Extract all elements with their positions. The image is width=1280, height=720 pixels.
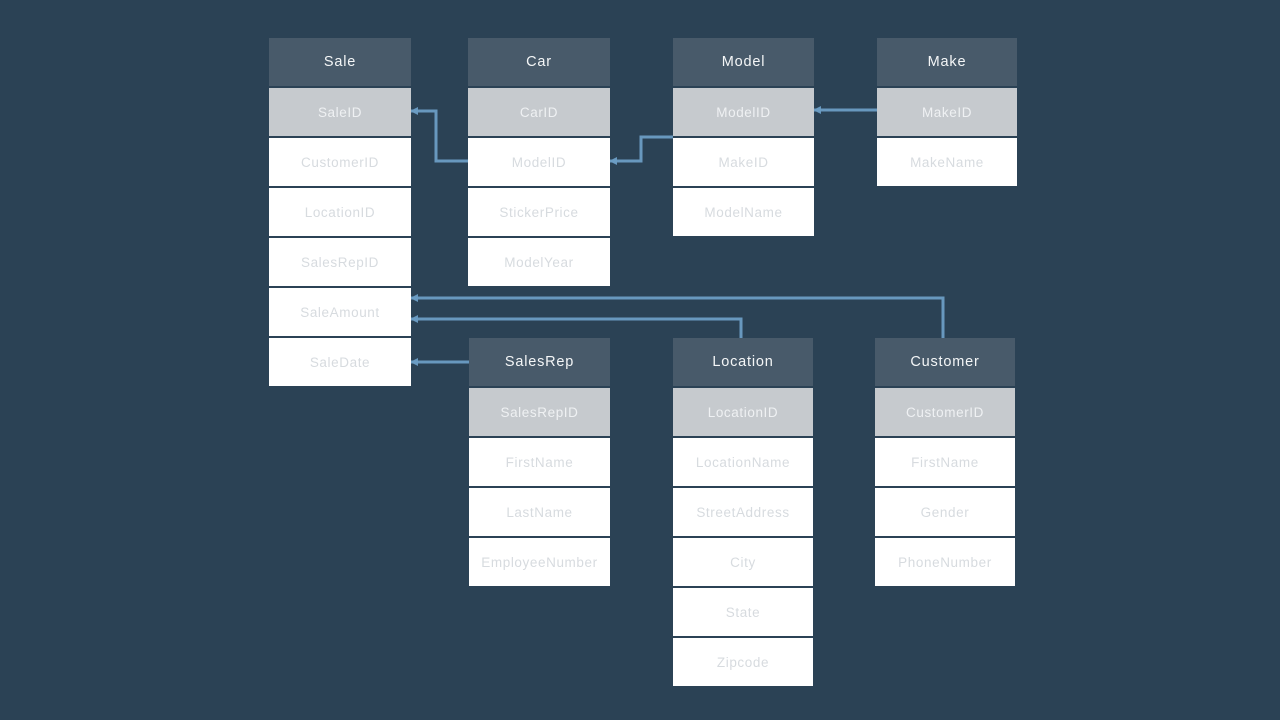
field-row: Zipcode — [673, 638, 813, 686]
field-label: Zipcode — [716, 654, 770, 670]
table-customer-header: Customer — [875, 338, 1015, 386]
table-car[interactable]: Car CarID ModelID StickerPrice ModelYear — [468, 38, 610, 286]
field-label: ModelID — [716, 104, 771, 120]
table-title: Car — [526, 54, 552, 70]
relationship-arrow-icon — [410, 294, 418, 302]
table-make-header: Make — [877, 38, 1017, 86]
field-label: ModelYear — [504, 254, 574, 270]
table-salesrep-header: SalesRep — [469, 338, 610, 386]
table-title: Customer — [910, 354, 980, 370]
field-label: SalesRepID — [500, 404, 579, 420]
field-label: EmployeeNumber — [481, 554, 598, 570]
relationship-line-car-modelid-to-model — [610, 135, 673, 163]
field-row-primary-key: SaleID — [269, 88, 411, 136]
field-label: Gender — [920, 504, 970, 520]
field-row-primary-key: CustomerID — [875, 388, 1015, 436]
field-row-primary-key: LocationID — [673, 388, 813, 436]
relationship-arrow-icon — [410, 315, 418, 323]
field-label: City — [730, 554, 756, 570]
field-row-primary-key: MakeID — [877, 88, 1017, 136]
field-label: LocationID — [304, 204, 376, 220]
field-label: StreetAddress — [696, 504, 790, 520]
field-row: FirstName — [875, 438, 1015, 486]
field-label: ModelID — [511, 154, 567, 170]
field-row: City — [673, 538, 813, 586]
field-label: LocationID — [707, 404, 779, 420]
field-row: FirstName — [469, 438, 610, 486]
field-label: CustomerID — [300, 154, 379, 170]
table-car-header: Car — [468, 38, 610, 86]
field-row: CustomerID — [269, 138, 411, 186]
field-label: CustomerID — [905, 404, 984, 420]
table-sale[interactable]: Sale SaleID CustomerID LocationID SalesR… — [269, 38, 411, 386]
field-label: PhoneNumber — [898, 554, 992, 570]
relationship-arrow-icon — [813, 106, 821, 114]
field-row: StreetAddress — [673, 488, 813, 536]
field-label: StickerPrice — [499, 204, 579, 220]
field-row: ModelID — [468, 138, 610, 186]
relationship-line-sale-to-customer — [411, 296, 945, 338]
table-title: SalesRep — [504, 354, 575, 370]
field-row: MakeName — [877, 138, 1017, 186]
relationship-line-sale-saleid-to-car-modelid — [411, 109, 468, 163]
field-label: MakeID — [718, 154, 769, 170]
field-row: SalesRepID — [269, 238, 411, 286]
field-label: ModelName — [704, 204, 783, 220]
field-label: SaleAmount — [300, 304, 380, 320]
table-title: Location — [712, 354, 774, 370]
field-row-primary-key: CarID — [468, 88, 610, 136]
field-label: LocationName — [695, 454, 791, 470]
field-row: MakeID — [673, 138, 814, 186]
field-label: MakeID — [921, 104, 973, 120]
field-row: ModelName — [673, 188, 814, 236]
field-row: State — [673, 588, 813, 636]
field-label: SalesRepID — [300, 254, 380, 270]
table-salesrep[interactable]: SalesRep SalesRepID FirstName LastName E… — [469, 338, 610, 586]
table-make[interactable]: Make MakeID MakeName — [877, 38, 1017, 186]
field-row: PhoneNumber — [875, 538, 1015, 586]
relationship-arrow-icon — [410, 107, 418, 115]
table-model[interactable]: Model ModelID MakeID ModelName — [673, 38, 814, 236]
relationship-line-sale-to-location — [411, 317, 743, 338]
field-label: LastName — [506, 504, 573, 520]
field-label: SaleID — [317, 104, 363, 120]
field-row-primary-key: SalesRepID — [469, 388, 610, 436]
table-location-header: Location — [673, 338, 813, 386]
relationship-arrow-icon — [609, 157, 617, 165]
table-title: Sale — [323, 54, 357, 70]
field-row: SaleAmount — [269, 288, 411, 336]
table-location[interactable]: Location LocationID LocationName StreetA… — [673, 338, 813, 686]
field-label: SaleDate — [309, 354, 371, 370]
table-sale-header: Sale — [269, 38, 411, 86]
table-customer[interactable]: Customer CustomerID FirstName Gender Pho… — [875, 338, 1015, 586]
field-label: FirstName — [911, 454, 979, 470]
field-row: StickerPrice — [468, 188, 610, 236]
table-title: Model — [721, 54, 766, 70]
field-label: MakeName — [910, 154, 984, 170]
field-label: State — [725, 604, 761, 620]
relationship-arrow-icon — [410, 358, 418, 366]
field-row: ModelYear — [468, 238, 610, 286]
field-row: Gender — [875, 488, 1015, 536]
field-row: LastName — [469, 488, 610, 536]
field-row: EmployeeNumber — [469, 538, 610, 586]
table-model-header: Model — [673, 38, 814, 86]
field-row: LocationName — [673, 438, 813, 486]
field-row: SaleDate — [269, 338, 411, 386]
field-label: FirstName — [505, 454, 574, 470]
field-row: LocationID — [269, 188, 411, 236]
field-label: CarID — [519, 104, 559, 120]
field-row-primary-key: ModelID — [673, 88, 814, 136]
table-title: Make — [927, 54, 967, 70]
